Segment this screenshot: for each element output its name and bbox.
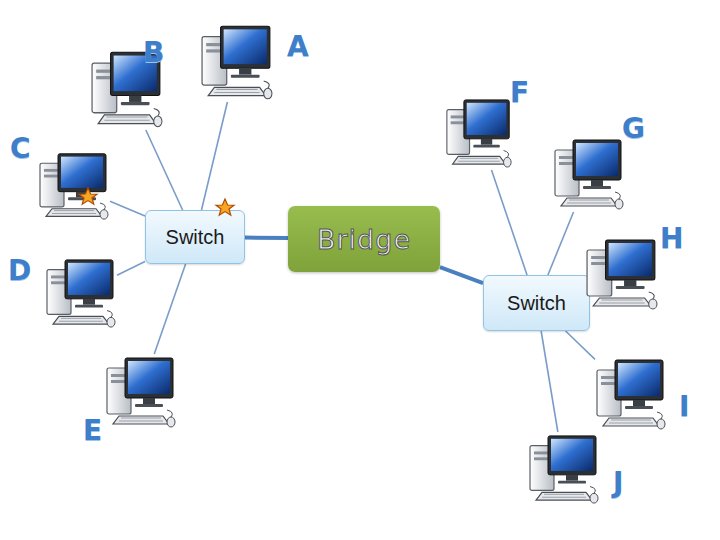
network-cable <box>146 130 183 210</box>
computer-label: H <box>660 222 683 255</box>
network-cable <box>154 264 185 354</box>
computer-icon <box>585 236 659 312</box>
computer-node: B <box>90 48 164 130</box>
computer-icon <box>45 256 117 330</box>
computer-node: I <box>595 356 667 432</box>
computer-node: H <box>585 236 659 312</box>
computer-icon <box>528 432 600 506</box>
computer-node: J <box>528 432 600 506</box>
network-cable <box>110 201 145 216</box>
computer-label: J <box>613 466 623 499</box>
computer-icon <box>445 96 513 170</box>
box-label: Bridge <box>317 224 411 255</box>
network-cable <box>117 262 145 276</box>
computer-node: F <box>445 96 513 170</box>
network-cable <box>541 331 558 432</box>
computer-node: E <box>105 354 177 430</box>
computer-icon <box>595 356 667 432</box>
computer-node: D <box>45 256 117 330</box>
network-cable <box>548 212 574 275</box>
computer-label: E <box>83 414 102 447</box>
computer-label: A <box>287 30 309 63</box>
computer-node: A <box>200 22 274 102</box>
computer-node: C <box>38 150 110 222</box>
computer-label: B <box>143 36 164 69</box>
computer-label: F <box>510 76 529 109</box>
computer-label: I <box>679 390 689 423</box>
network-cable <box>566 331 595 359</box>
computer-label: D <box>8 254 31 287</box>
computer-icon <box>38 150 110 222</box>
network-cable <box>201 102 227 210</box>
trunk-link <box>440 267 483 283</box>
computer-label: C <box>10 132 31 165</box>
box-label: Switch <box>166 226 225 249</box>
network-cable <box>492 170 528 275</box>
computer-icon <box>553 136 625 212</box>
box-label: Switch <box>507 292 566 315</box>
computer-icon <box>105 354 177 430</box>
switch-box: Switch <box>483 275 590 331</box>
computer-label: G <box>622 112 645 145</box>
trunk-link <box>245 237 288 239</box>
bridge-box: Bridge <box>288 206 440 272</box>
computer-node: G <box>553 136 625 212</box>
computer-icon <box>200 22 274 102</box>
switch-box: Switch <box>145 210 245 264</box>
